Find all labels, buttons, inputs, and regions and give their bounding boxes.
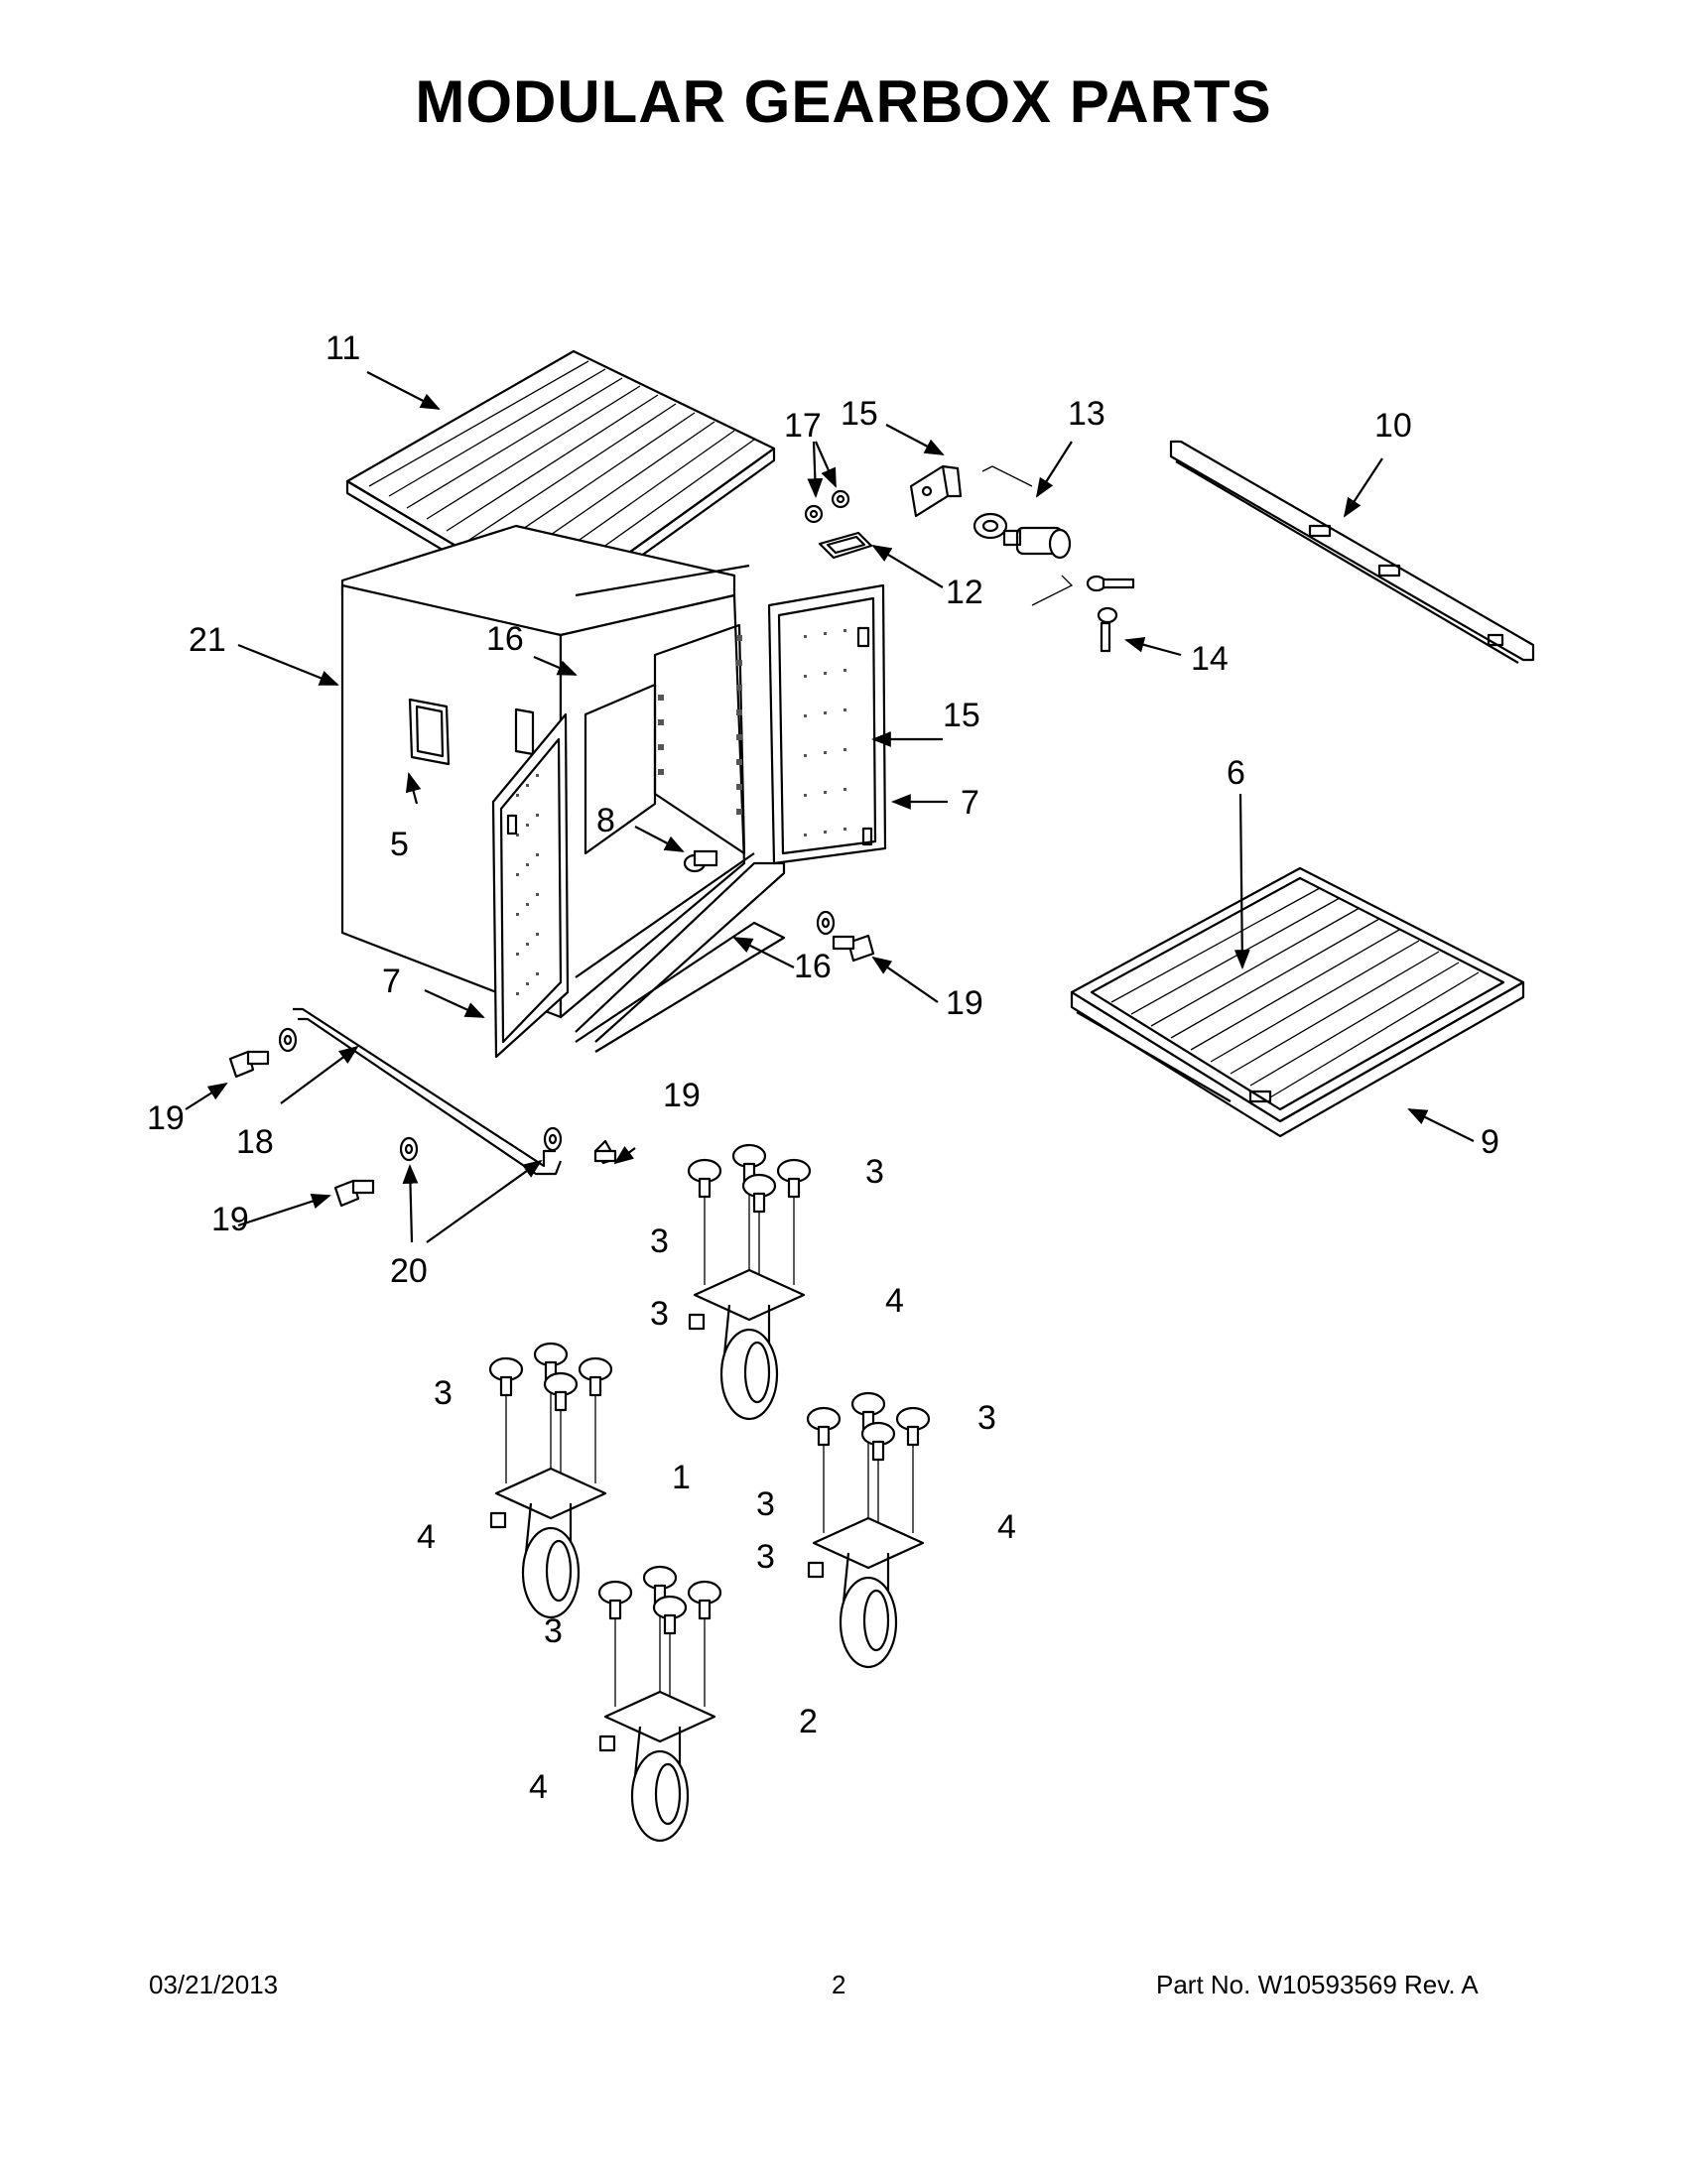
caster-brake-2 [806,1391,931,1669]
footer-page-number: 2 [832,1970,846,1999]
callout-3-c2b: 3 [434,1374,453,1412]
callout-15-door: 15 [943,697,980,734]
caster-swivel-1b [488,1342,613,1619]
bolts-part-19 [228,934,875,1208]
callout-4-c4: 4 [529,1768,548,1806]
callout-13: 13 [1068,395,1105,433]
callout-4-c2: 4 [417,1518,436,1556]
callout-11: 11 [325,329,360,367]
callout-12: 12 [946,574,983,611]
callout-19-bar: 19 [663,1077,701,1114]
callout-3-c1a: 3 [865,1153,884,1191]
callout-3-c4b: 3 [544,1612,563,1650]
nuts-part-17 [804,489,850,524]
footer-date: 03/21/2013 [149,1970,279,1999]
callout-20: 20 [390,1252,428,1290]
callout-3-c2a: 3 [650,1295,669,1333]
callout-14: 14 [1191,640,1229,678]
callout-15: 15 [841,395,878,433]
callout-2: 2 [799,1703,818,1740]
callout-19-left: 19 [147,1099,185,1137]
callout-18: 18 [236,1123,274,1161]
lock-assembly-part-13 [973,465,1074,606]
callout-7-right: 7 [961,784,979,822]
callout-17: 17 [784,407,822,445]
callout-10: 10 [1374,407,1412,445]
washers-part-20 [278,910,836,1162]
callout-21: 21 [189,621,226,659]
callout-16-top: 16 [486,620,524,658]
callout-4-c3: 4 [997,1508,1016,1546]
callout-3-c3b: 3 [756,1485,775,1523]
callout-6: 6 [1227,754,1245,792]
callout-3-c4a: 3 [756,1538,775,1576]
callout-7-left: 7 [382,963,401,1000]
left-door-part-7 [491,712,570,1059]
gasket-part-12 [818,531,873,560]
bottom-rail-part-16 [575,921,786,1053]
callout-4-c1: 4 [885,1282,904,1320]
callout-16-bottom: 16 [794,948,832,985]
drawer-tray-part-6 [1070,866,1525,1138]
callout-8: 8 [596,802,615,839]
page-title: MODULAR GEARBOX PARTS [415,68,1272,135]
leader-lines [185,371,1475,1243]
caster-swivel-1 [687,1143,812,1421]
right-door-part-7 [767,583,887,865]
callout-1: 1 [672,1459,691,1496]
caster-brake-2b [597,1565,722,1843]
callout-19-lower: 19 [211,1201,249,1238]
top-panel-part-11 [345,349,776,619]
lock-bracket-part-15 [909,464,963,518]
footer-part-number: Part No. W10593569 Rev. A [1156,1970,1479,1999]
callout-3-c3a: 3 [977,1399,996,1437]
callout-5: 5 [390,826,409,863]
callout-19-right: 19 [946,984,983,1022]
callout-9: 9 [1481,1123,1499,1161]
callout-3-c1b: 3 [650,1222,669,1260]
keys-part-14 [1086,575,1135,653]
callout-labels: 11 17 15 13 10 12 14 21 16 15 7 6 5 8 16… [147,329,1499,1806]
casters [488,1143,931,1843]
drawer-slide-part-10 [1169,440,1535,664]
screw-part-8 [683,849,718,873]
